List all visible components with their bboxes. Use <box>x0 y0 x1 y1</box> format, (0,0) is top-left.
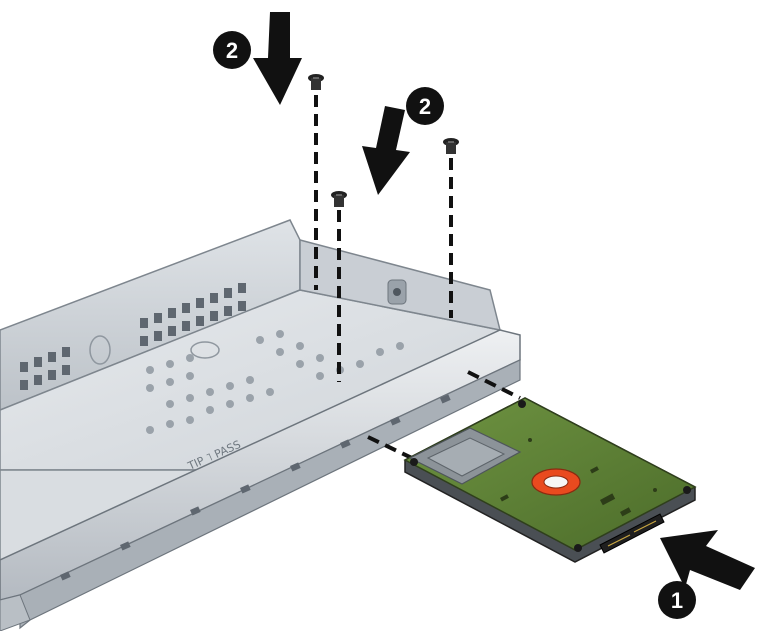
cage-bottom-strip <box>0 594 31 631</box>
drive-cage: TIP ˥ PASS <box>0 219 521 631</box>
drive-metal-plate-inner <box>426 437 506 477</box>
cage-vent-holes <box>20 283 246 390</box>
screw-right <box>443 138 459 154</box>
guide-line-drive-rear <box>467 370 521 400</box>
drive-pcb-components <box>500 438 657 517</box>
slide-in-arrow <box>660 530 755 590</box>
step-badge-2-left: 2 <box>213 31 251 69</box>
screws <box>308 74 459 207</box>
step-badge-2-right: 2 <box>406 87 444 125</box>
screw-down-arrow-right <box>362 106 410 195</box>
down-arrow-left-icon <box>253 12 302 105</box>
guide-line-drive-front <box>367 435 417 462</box>
down-arrow-right-icon <box>362 106 410 195</box>
step-number-2-right: 2 <box>419 94 431 119</box>
cage-floor-dimple <box>190 341 220 359</box>
screw-down-arrow-left <box>253 12 302 105</box>
cage-floor-holes <box>146 330 404 434</box>
slide-in-arrow-icon <box>660 530 755 590</box>
screw-middle <box>331 191 347 207</box>
hard-drive <box>403 397 697 563</box>
cage-rail-slots <box>59 394 451 581</box>
screw-left <box>308 74 324 90</box>
drive-sata-pins <box>607 520 657 547</box>
drive-sata-connector <box>599 513 665 554</box>
step-badge-1: 1 <box>658 581 696 619</box>
step-number-1: 1 <box>671 588 683 613</box>
drive-mount-holes <box>410 400 691 552</box>
cage-wall-screw-hole <box>393 288 401 296</box>
step-number-2-left: 2 <box>226 38 238 63</box>
cage-wall-dimple <box>89 335 111 365</box>
screw-guides <box>314 95 521 462</box>
drive-spindle-center <box>543 475 569 489</box>
